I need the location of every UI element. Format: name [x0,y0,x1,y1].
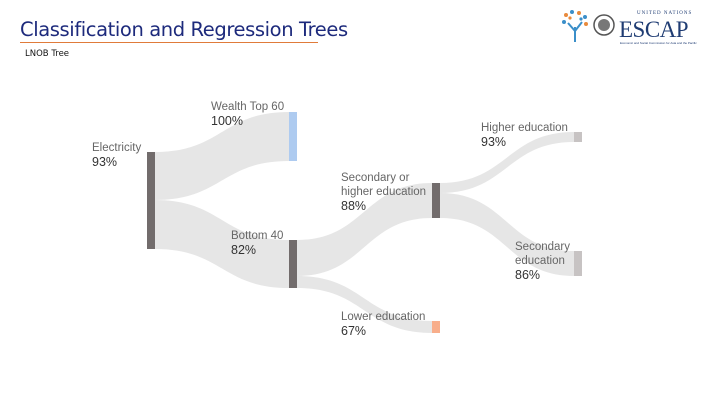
slide-title: Classification and Regression Trees [20,18,348,41]
node-name: Lower education [341,311,426,323]
logo-org-sub: Economic and Social Commission for Asia … [620,41,697,45]
logo-org: ESCAP [619,17,689,42]
link-bottom40-lower [297,276,432,333]
node-name: Electricity [92,142,142,154]
node-higher [574,132,582,142]
node-value: 100% [211,114,243,128]
node-value: 93% [92,155,118,169]
node-value: 88% [341,199,367,213]
logo-org-top: UNITED NATIONS [637,11,693,16]
node-electricity [147,152,155,249]
node-name: Bottom 40 [231,230,284,242]
node-name: Secondary or higher education [341,172,427,198]
node-value: 86% [515,268,541,282]
node-value: 67% [341,324,367,338]
node-name: Higher education [481,122,568,134]
node-secondary [574,251,582,276]
link-sechigher-secondary [440,193,574,276]
title-underline [20,42,318,43]
link-sechigher-higher [440,132,574,193]
node-name: Wealth Top 60 [211,101,285,113]
node-top60 [289,112,297,161]
un-emblem-icon [593,14,615,36]
link-electricity-top60 [155,112,289,200]
tree-logo-icon [562,10,588,42]
node-value: 82% [231,243,257,257]
node-lower [432,321,440,333]
link-electricity-bottom40 [155,200,289,288]
link-bottom40-sechigher [297,183,432,276]
slide-subtitle: LNOB Tree [25,49,70,59]
node-bottom40 [289,240,297,288]
node-value: 93% [481,135,507,149]
node-sechigher [432,183,440,218]
node-name: Secondary education [515,241,570,267]
